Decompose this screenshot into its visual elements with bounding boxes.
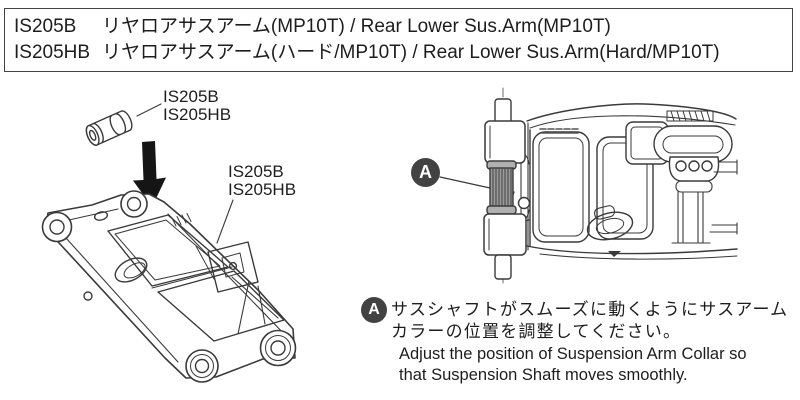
note-en-line2: that Suspension Shaft moves smoothly. bbox=[399, 366, 688, 384]
note-jp-line2: カラーの位置を調整してください。 bbox=[391, 322, 682, 341]
pin-label-leader bbox=[137, 104, 161, 116]
suspension-arm-drawing bbox=[43, 191, 296, 382]
callout-leader bbox=[440, 177, 490, 188]
insert-arrow bbox=[133, 141, 166, 207]
part-header: IS205B リヤロアサスアーム(MP10T) / Rear Lower Sus… bbox=[4, 8, 793, 72]
suspension-arm-collar-drawing bbox=[487, 161, 516, 214]
part-number-1: IS205B bbox=[14, 16, 77, 37]
note-a-badge: A bbox=[361, 297, 387, 323]
arm-label-leader bbox=[217, 200, 233, 243]
part-header-row-1: IS205B リヤロアサスアーム(MP10T) / Rear Lower Sus… bbox=[5, 14, 792, 40]
callout-a-badge: A bbox=[411, 158, 440, 187]
suspension-shaft-pin-drawing bbox=[84, 109, 135, 147]
part-header-row-2: IS205HB リヤロアサスアーム(ハード/MP10T) / Rear Lowe… bbox=[5, 40, 792, 66]
note-en-line1: Adjust the position of Suspension Arm Co… bbox=[399, 345, 747, 363]
part-description-2: リヤロアサスアーム(ハード/MP10T) / Rear Lower Sus.Ar… bbox=[102, 42, 720, 63]
part-description-1: リヤロアサスアーム(MP10T) / Rear Lower Sus.Arm(MP… bbox=[102, 16, 611, 37]
part-number-2: IS205HB bbox=[14, 42, 91, 63]
note-jp-line1: サスシャフトがスムーズに動くようにサスアーム bbox=[391, 300, 789, 319]
assembled-closeup-drawing bbox=[440, 88, 737, 283]
arm-part-label: IS205B IS205HB bbox=[228, 162, 297, 199]
pin-part-label: IS205B IS205HB bbox=[163, 87, 232, 124]
